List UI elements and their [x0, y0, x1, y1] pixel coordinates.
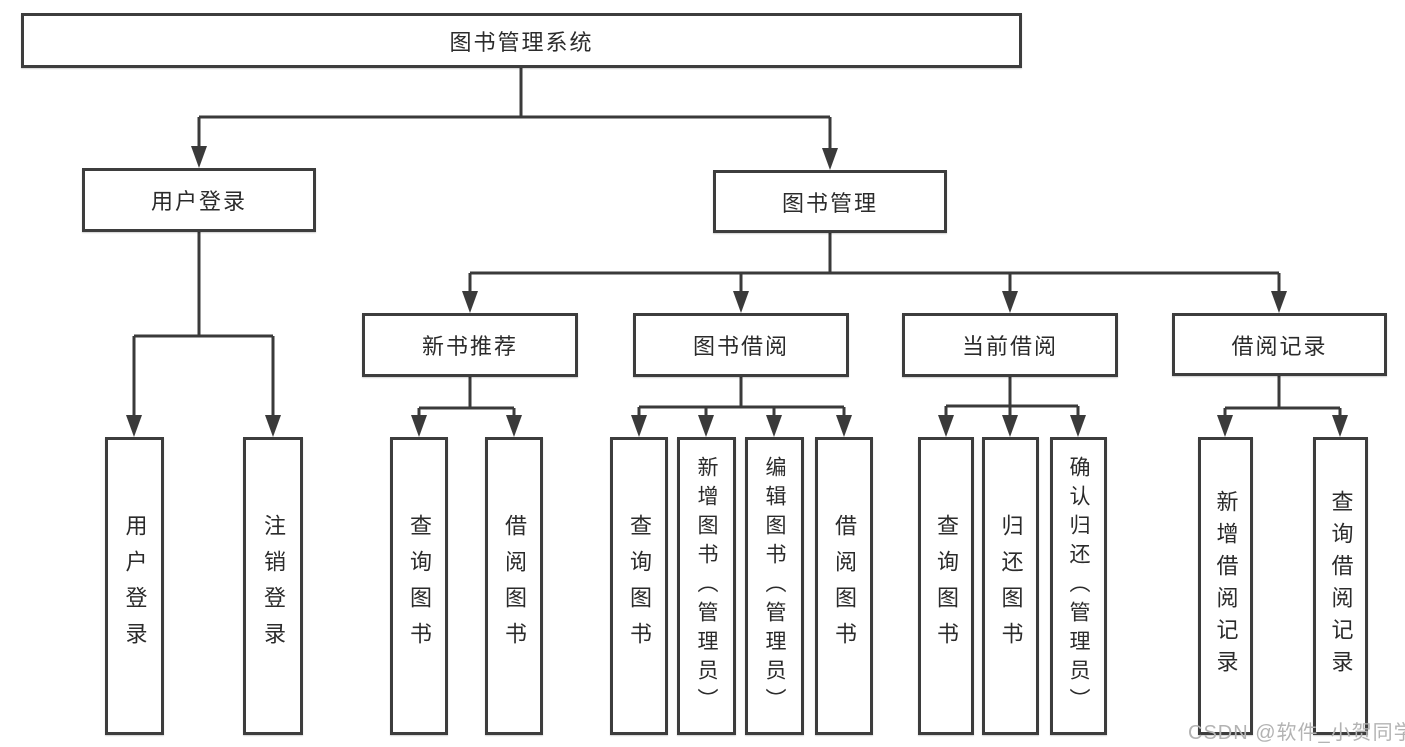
leaf-confirm-return-admin: 确认归还（管理员）: [1050, 437, 1107, 735]
arrow-down: [1271, 291, 1287, 313]
node-user-login-group: 用户登录: [82, 168, 316, 232]
arrow-down: [631, 415, 647, 437]
connector-cur-borrow-split: [938, 377, 1086, 437]
node-library-management-system: 图书管理系统: [21, 13, 1022, 68]
connector-book-borrow-split: [631, 377, 852, 437]
arrow-down: [1002, 415, 1018, 437]
arrow-down: [506, 415, 522, 437]
connector-new-book-split: [411, 377, 522, 437]
connector-root-split: [191, 68, 838, 170]
arrow-down: [1002, 291, 1018, 313]
arrow-down: [126, 415, 142, 437]
leaf-edit-books-admin: 编辑图书（管理员）: [745, 437, 804, 735]
arrow-down: [822, 148, 838, 170]
arrow-down: [1070, 415, 1086, 437]
leaf-query-books-borrowing: 查询图书: [610, 437, 668, 735]
arrow-down: [191, 146, 207, 168]
leaf-borrow-books-borrowing: 借阅图书: [815, 437, 873, 735]
arrow-down: [836, 415, 852, 437]
connector-book-mgmt-split: [462, 233, 1287, 313]
connector-user-login-split: [126, 232, 281, 437]
csdn-watermark: CSDN @软件_小贺同学: [1188, 722, 1405, 744]
arrow-down: [265, 415, 281, 437]
arrow-down: [411, 415, 427, 437]
leaf-borrow-books-recommend: 借阅图书: [485, 437, 543, 735]
node-book-borrowing: 图书借阅: [633, 313, 849, 377]
node-current-borrowing: 当前借阅: [902, 313, 1118, 377]
arrow-down: [1217, 415, 1233, 437]
leaf-query-borrow-record: 查询借阅记录: [1313, 437, 1368, 735]
node-new-book-recommend: 新书推荐: [362, 313, 578, 377]
leaf-add-books-admin: 新增图书（管理员）: [677, 437, 736, 735]
leaf-logout: 注销登录: [243, 437, 303, 735]
arrow-down: [733, 291, 749, 313]
arrow-down: [938, 415, 954, 437]
arrow-down: [698, 415, 714, 437]
leaf-user-login: 用户登录: [105, 437, 164, 735]
node-book-management: 图书管理: [713, 170, 947, 233]
leaf-add-borrow-record: 新增借阅记录: [1198, 437, 1253, 735]
leaf-return-books: 归还图书: [982, 437, 1039, 735]
leaf-query-books-current: 查询图书: [918, 437, 974, 735]
arrow-down: [766, 415, 782, 437]
arrow-down: [1332, 415, 1348, 437]
arrow-down: [462, 291, 478, 313]
node-borrowing-records: 借阅记录: [1172, 313, 1387, 376]
connector-records-split: [1217, 376, 1348, 437]
leaf-query-books-recommend: 查询图书: [390, 437, 448, 735]
